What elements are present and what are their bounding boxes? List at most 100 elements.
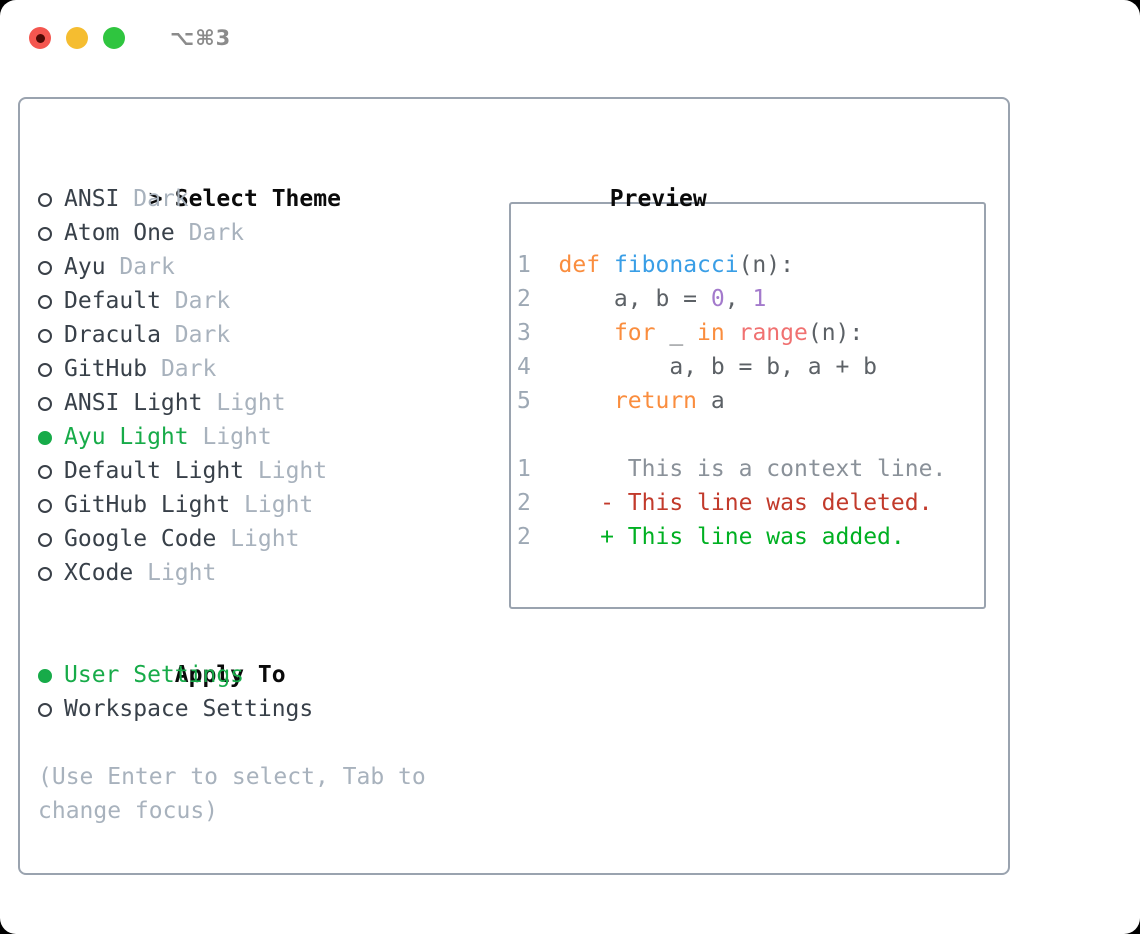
line-number: 5 (517, 388, 559, 414)
code-token: a, b = b, a + b (558, 354, 878, 380)
theme-item[interactable]: XCode Light (38, 556, 426, 590)
theme-variant: Dark (188, 220, 245, 246)
radio-icon (38, 522, 64, 556)
theme-item[interactable]: ANSI Light Light (38, 386, 426, 420)
code-token: 0 (710, 286, 725, 312)
radio-icon (38, 216, 64, 250)
radio-icon (38, 284, 64, 318)
code-token: in (697, 320, 725, 346)
code-token (559, 388, 614, 414)
diff-preview: 1 This is a context line.2 - This line w… (517, 452, 984, 554)
code-token: (n): (738, 252, 794, 278)
code-line: 3 for _ in range(n): (517, 316, 984, 350)
theme-item[interactable]: ANSI Dark (38, 182, 426, 216)
diff-text: + This line was added. (600, 524, 905, 550)
theme-name: Default Light (64, 458, 245, 484)
code-line: 2 a, b = 0, 1 (517, 282, 984, 316)
theme-item[interactable]: Default Light Light (38, 454, 426, 488)
preview-section: Preview 1 def fibonacci(n):2 a, b = 0, 1… (499, 148, 986, 609)
radio-icon (38, 318, 64, 352)
select-theme-header: > Select Theme (38, 148, 426, 212)
apply-to-label: Apply To (174, 662, 286, 688)
line-number: 1 (517, 456, 601, 482)
theme-variant: Light (147, 560, 217, 586)
apply-option[interactable]: User Settings (38, 658, 426, 692)
minimize-button[interactable] (66, 27, 88, 49)
apply-option[interactable]: Workspace Settings (38, 692, 426, 726)
theme-variant: Light (257, 458, 328, 484)
theme-variant: Dark (174, 322, 231, 348)
preview-blank-line (517, 418, 984, 452)
code-token: return (613, 388, 698, 414)
diff-text: This is a context line. (600, 456, 947, 482)
radio-icon (38, 692, 64, 726)
window-title: ⌥⌘3 (170, 26, 232, 50)
code-token: fibonacci (613, 252, 739, 278)
theme-name: Ayu (64, 254, 106, 280)
code-line: 5 return a (517, 384, 984, 418)
code-token: a, b = (558, 286, 711, 312)
code-token: _ (655, 320, 698, 346)
theme-item[interactable]: Dracula Dark (38, 318, 426, 352)
radio-selected-icon (38, 658, 64, 692)
help-line: change focus) (38, 798, 219, 824)
theme-item[interactable]: Atom One Dark (38, 216, 426, 250)
select-theme-label: Select Theme (174, 186, 341, 212)
theme-name: Default (64, 288, 161, 314)
code-token: (n): (807, 320, 864, 346)
radio-selected-icon (38, 420, 64, 454)
line-number: 4 (517, 354, 559, 380)
code-token: , (724, 286, 753, 312)
theme-item[interactable]: GitHub Light Light (38, 488, 426, 522)
theme-name: GitHub Light (64, 492, 231, 518)
code-token: for (613, 320, 656, 346)
apply-to-header: Apply To (38, 624, 426, 688)
code-token: def (558, 252, 601, 278)
code-token (559, 320, 614, 346)
theme-name: Ayu Light (64, 424, 189, 450)
close-dot-icon (35, 33, 45, 43)
radio-icon (38, 352, 64, 386)
theme-variant: Dark (119, 254, 175, 280)
radio-icon (38, 556, 64, 590)
theme-name: Google Code (64, 526, 217, 552)
line-number: 1 (517, 252, 559, 278)
theme-variant: Light (244, 492, 314, 518)
diff-line-added: 2 + This line was added. (517, 520, 984, 554)
theme-name: ANSI (64, 186, 120, 212)
line-number: 3 (517, 320, 559, 346)
zoom-button[interactable] (103, 27, 125, 49)
radio-icon (38, 250, 64, 284)
theme-variant: Light (216, 390, 286, 416)
radio-icon (38, 182, 64, 216)
line-number: 2 (517, 490, 601, 516)
theme-item[interactable]: GitHub Dark (38, 352, 426, 386)
theme-item[interactable]: Ayu Dark (38, 250, 426, 284)
radio-icon (38, 454, 64, 488)
theme-item[interactable]: Default Dark (38, 284, 426, 318)
code-line: 1 def fibonacci(n): (517, 248, 984, 282)
theme-variant: Light (230, 526, 300, 552)
theme-item[interactable]: Ayu Light Light (38, 420, 426, 454)
apply-option-label: Workspace Settings (64, 696, 314, 722)
theme-item[interactable]: Google Code Light (38, 522, 426, 556)
focus-arrow-marker: > (148, 186, 163, 212)
help-line: (Use Enter to select, Tab to (38, 764, 426, 790)
titlebar: ⌥⌘3 (29, 26, 231, 50)
theme-variant: Dark (133, 186, 189, 212)
preview-header: Preview (499, 148, 986, 212)
radio-icon (38, 386, 64, 420)
theme-variant: Dark (174, 288, 231, 314)
code-token (600, 252, 614, 278)
theme-name: XCode (64, 560, 134, 586)
theme-name: ANSI Light (64, 390, 203, 416)
close-button[interactable] (29, 27, 51, 49)
diff-line-context: 1 This is a context line. (517, 452, 984, 486)
